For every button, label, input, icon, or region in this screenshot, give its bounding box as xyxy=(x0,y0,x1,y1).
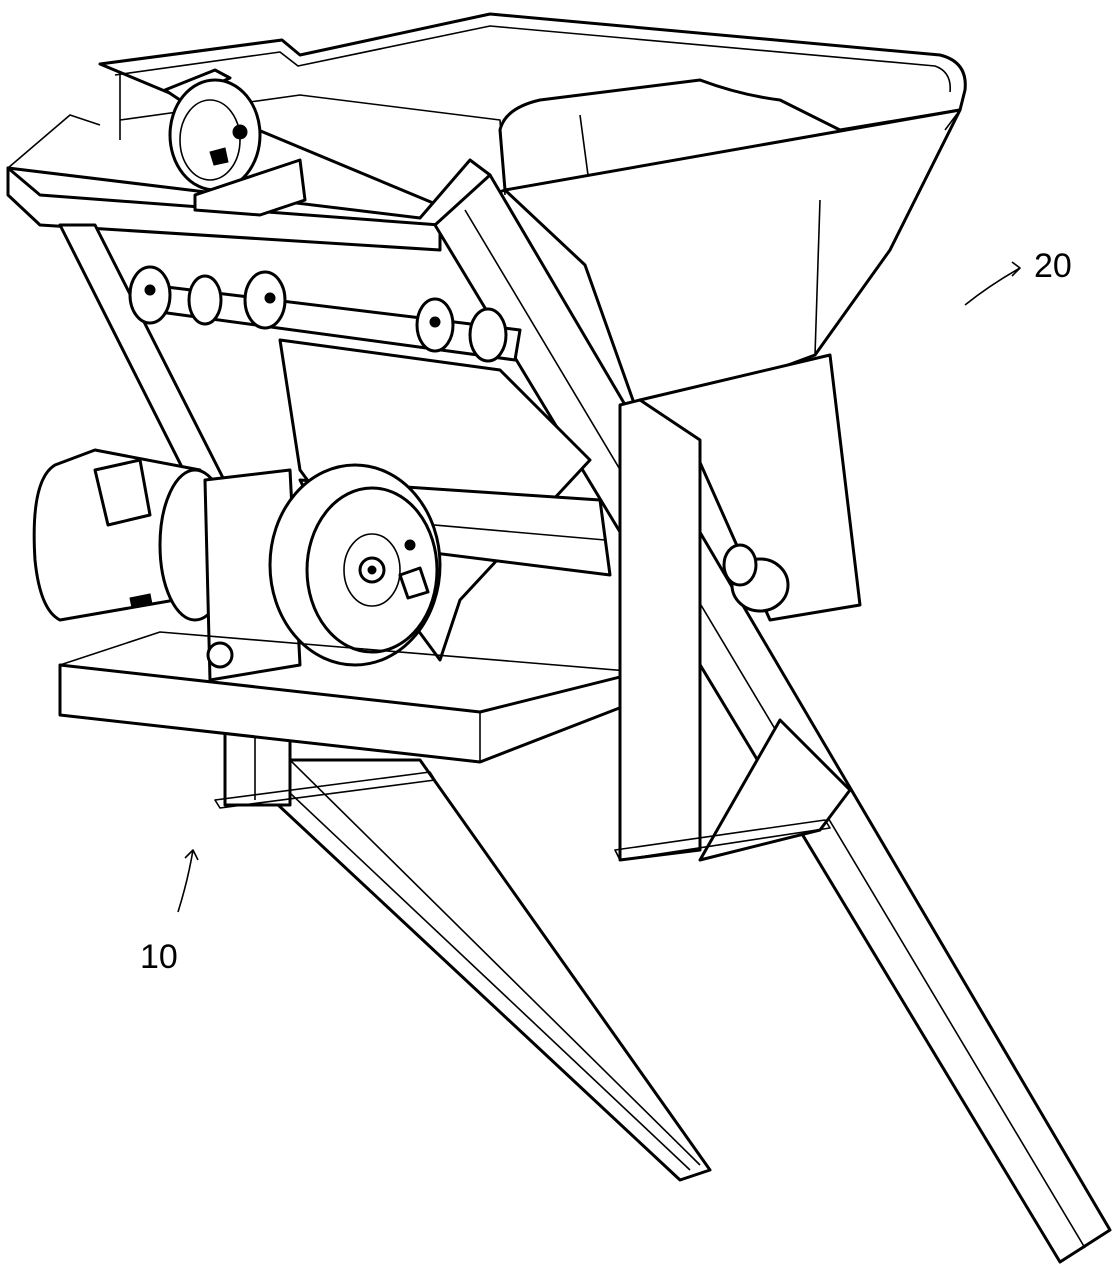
gearbox-pulley xyxy=(203,463,442,682)
hopper xyxy=(98,12,967,422)
roller-row xyxy=(128,265,522,363)
leader-arrow-20 xyxy=(964,261,1021,306)
outlet-box xyxy=(614,353,862,862)
motor xyxy=(32,448,232,622)
leader-arrow-10 xyxy=(177,849,199,913)
reference-label-20: 20 xyxy=(1034,247,1072,285)
adjuster-wheel xyxy=(163,68,307,217)
reference-label-10: 10 xyxy=(140,938,178,976)
